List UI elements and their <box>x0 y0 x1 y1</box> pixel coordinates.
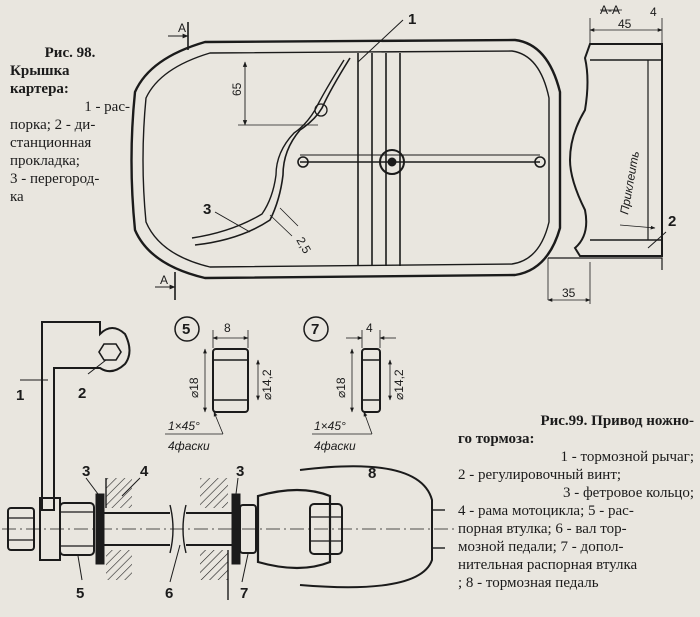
fig98-caption: Рис. 98. Крышка картера: 1 - рас- порка;… <box>10 44 130 206</box>
fig98-label-1: 1 <box>408 11 416 28</box>
fig99-detail-5-inner-diameter: ⌀14,2 <box>260 369 274 400</box>
fig99-detail-7-marker: 7 <box>311 321 319 338</box>
fig99-label-8: 8 <box>368 465 376 482</box>
fig99-legend-line: ; 8 - тормозная педаль <box>458 575 599 591</box>
fig98-dim-35: 35 <box>562 286 576 300</box>
fig98-dim-2-5: 2,5 <box>293 235 314 257</box>
fig98-cover-drawing <box>130 19 562 300</box>
fig99-detail-7-outer-diameter: ⌀18 <box>334 377 348 398</box>
fig98-legend-line: порка; 2 - ди- <box>10 117 96 133</box>
fig98-legend-line: 3 - перегород- <box>10 171 100 187</box>
fig99-lever-drawing <box>20 321 131 511</box>
fig99-detail-7-inner-diameter: ⌀14,2 <box>392 369 406 400</box>
fig99-detail-7 <box>303 316 396 435</box>
fig99-legend-line: 1 - тормозной рычаг; <box>560 449 694 465</box>
fig98-legend-line: 1 - рас- <box>84 99 130 115</box>
fig99-detail-5-outer-diameter: ⌀18 <box>187 377 201 398</box>
fig99-legend-line: 2 - регулировочный винт; <box>458 467 622 483</box>
fig99-label-4: 4 <box>140 463 149 480</box>
fig98-dim-4: 4 <box>650 5 657 19</box>
fig98-section-aa <box>547 9 667 304</box>
fig99-title-cont: го тормоза: <box>458 431 535 447</box>
fig99-label-5: 5 <box>76 585 84 602</box>
fig99-title: Рис.99. Привод ножно- <box>540 413 694 429</box>
fig99-detail-5-chamfer-note: 4фаски <box>168 439 210 453</box>
fig99-label-2: 2 <box>78 385 86 402</box>
fig98-title: Рис. 98. <box>44 45 96 61</box>
fig99-detail-5 <box>165 316 260 435</box>
fig98-section-mark-bottom: А <box>160 273 168 287</box>
fig98-legend-line: ка <box>10 189 24 205</box>
fig98-note-glue: Приклеить <box>617 150 642 216</box>
fig98-section-mark-top: А <box>178 21 186 35</box>
fig98-dim-45: 45 <box>618 17 632 31</box>
fig98-section-title: А-А <box>600 3 620 17</box>
fig99-caption: Рис.99. Привод ножно- го тормоза: 1 - то… <box>458 412 694 574</box>
fig99-legend-line: мозной педали; 7 - допол- <box>458 539 624 555</box>
fig99-detail-5-width: 8 <box>224 321 231 335</box>
fig99-shaft-assembly <box>2 465 455 600</box>
fig99-legend-line: порная втулка; 6 - вал тор- <box>458 521 627 537</box>
fig99-label-6: 6 <box>165 585 173 602</box>
fig98-dim-65: 65 <box>230 82 244 96</box>
fig99-detail-5-marker: 5 <box>182 321 190 338</box>
fig98-label-2: 2 <box>668 213 676 230</box>
fig99-legend-line: 3 - фетровое кольцо; <box>562 485 694 501</box>
fig98-legend-line: прокладка; <box>10 153 80 169</box>
fig98-subtitle: Крышка картера: <box>10 63 70 97</box>
fig99-label-1: 1 <box>16 387 24 404</box>
fig99-label-7: 7 <box>240 585 248 602</box>
fig99-legend-line: 4 - рама мотоцикла; 5 - рас- <box>458 503 634 519</box>
fig99-detail-7-width: 4 <box>366 321 373 335</box>
fig99-detail-7-chamfer-note: 4фаски <box>314 439 356 453</box>
fig99-label-3-right: 3 <box>236 463 244 480</box>
fig99-label-3-left: 3 <box>82 463 90 480</box>
fig98-legend-line: станционная <box>10 135 92 151</box>
fig99-detail-7-chamfer: 1×45° <box>314 419 346 433</box>
fig99-detail-5-chamfer: 1×45° <box>168 419 200 433</box>
fig98-label-3: 3 <box>203 201 211 218</box>
fig99-legend-line: нительная распорная втулка <box>458 557 638 573</box>
